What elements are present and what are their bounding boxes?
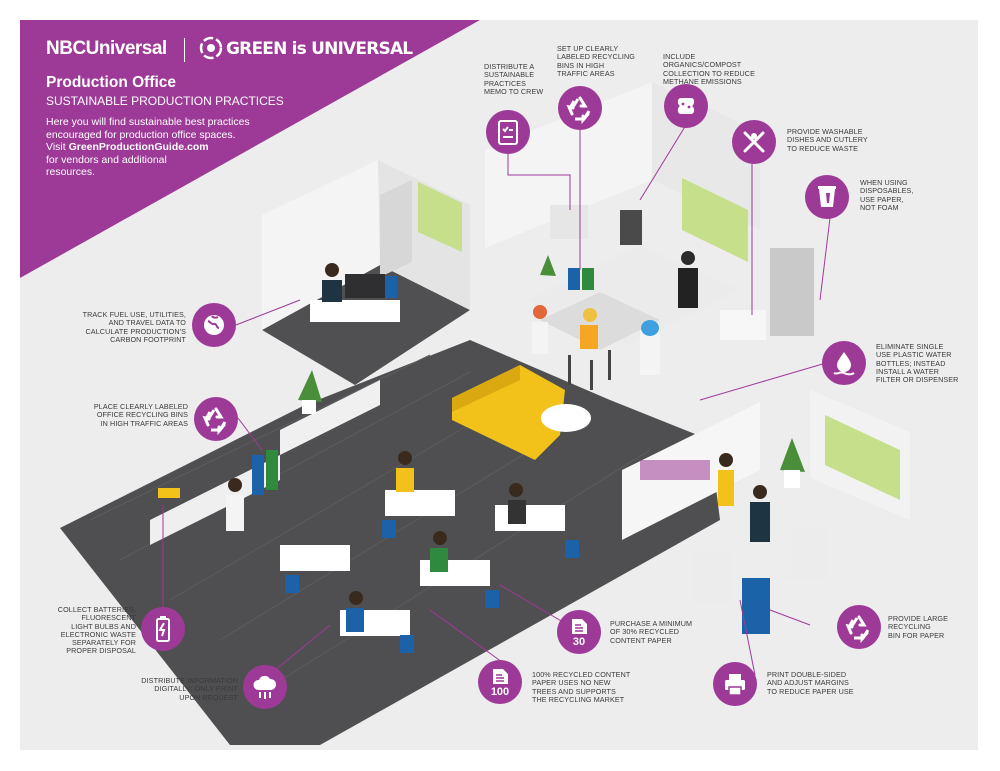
kitchen-woman-head [533, 305, 547, 319]
intro-visit: Visit [46, 141, 66, 153]
cloud-icon [243, 665, 287, 709]
intro-line: Here you will find sustainable best prac… [46, 116, 250, 128]
sofa-back [452, 365, 520, 412]
kitchen-bin-green [582, 268, 594, 290]
upper-left-person-head [325, 263, 339, 277]
recycle-icon [837, 605, 881, 649]
campaign-logo-text: GREEN is UNIVERSAL [226, 39, 413, 59]
stool-woman-head [583, 308, 597, 322]
copier-right [785, 528, 830, 580]
upper-left-person [322, 280, 342, 302]
office-floor [60, 340, 720, 745]
battery-icon [141, 607, 185, 651]
kitchen-bin-blue [568, 268, 580, 290]
upper-left-room-back-wall [262, 160, 380, 330]
coffee-machine [620, 210, 642, 245]
callout-label: TRACK FUEL USE, UTILITIES,AND TRAVEL DAT… [82, 310, 186, 344]
clipboard-icon [486, 110, 530, 154]
recycle-icon [194, 397, 238, 441]
logo-divider [184, 38, 185, 62]
intro-text: Here you will find sustainable best prac… [46, 116, 296, 179]
bar-stools [568, 350, 611, 390]
page-subtitle: SUSTAINABLE PRODUCTION PRACTICES [46, 94, 284, 108]
battery-collection-box [158, 488, 180, 498]
apple-core-icon [664, 84, 708, 128]
workroom-man [750, 502, 770, 542]
workroom-man-head [753, 485, 767, 499]
recycled-percent-badge: 100 [490, 686, 510, 698]
open-office-desks [280, 490, 565, 636]
page-title: Production Office [46, 74, 177, 91]
coffee-table [541, 404, 591, 432]
water-cooler [640, 330, 660, 375]
plant-left [298, 370, 322, 414]
callout-leader-lines [162, 124, 831, 686]
workers [226, 451, 526, 632]
dish-rack [720, 310, 766, 340]
workroom-woman-head [719, 453, 733, 467]
kitchen-island [540, 292, 660, 350]
intro-line: resources. [46, 166, 96, 178]
paper-stacks [640, 460, 710, 480]
green-is-universal-logo-icon [199, 36, 223, 60]
kitchen-back-wall [485, 82, 652, 248]
water-bottle [641, 320, 659, 336]
paper-recycling-bin [742, 578, 770, 634]
partition-wall [280, 380, 380, 455]
upper-left-window [418, 182, 462, 252]
office-isometric-illustration [60, 82, 910, 745]
upper-left-bin [385, 276, 397, 298]
left-partition-wall [150, 455, 280, 545]
globe-icon [192, 303, 236, 347]
upper-left-room-floor [262, 265, 470, 385]
guide-link[interactable]: GreenProductionGuide.com [68, 141, 209, 153]
workroom-window [825, 415, 900, 500]
kitchen-person [678, 268, 698, 308]
desk-bins [285, 520, 579, 653]
upper-left-monitor [345, 274, 385, 298]
office-recycling-bins [252, 450, 278, 495]
stool-woman [580, 325, 598, 349]
cup-icon [805, 175, 849, 219]
kitchen-woman [532, 322, 548, 354]
recycle-icon [558, 86, 602, 130]
workroom-woman [718, 470, 734, 506]
intro-line: encouraged for production office spaces. [46, 128, 236, 141]
copier-left [690, 545, 730, 605]
brand-logo: NBCUniversal [46, 38, 167, 59]
refrigerator [770, 248, 814, 336]
recycled-percent-badge: 30 [572, 636, 586, 648]
kitchen-window [682, 178, 748, 262]
kitchen-person-head [681, 251, 695, 265]
plant-kitchen [540, 255, 556, 276]
water-drop-icon [822, 341, 866, 385]
document-30-icon: 30 [557, 610, 601, 654]
header-banner [20, 20, 480, 278]
document-100-icon: 100 [478, 660, 522, 704]
notice-board [550, 205, 588, 239]
printer-icon [713, 662, 757, 706]
upper-left-desk [310, 300, 400, 322]
file-cabinet [380, 180, 412, 277]
intro-line: for vendors and additional [46, 153, 167, 166]
fork-knife-icon [732, 120, 776, 164]
plant-right [780, 438, 805, 488]
